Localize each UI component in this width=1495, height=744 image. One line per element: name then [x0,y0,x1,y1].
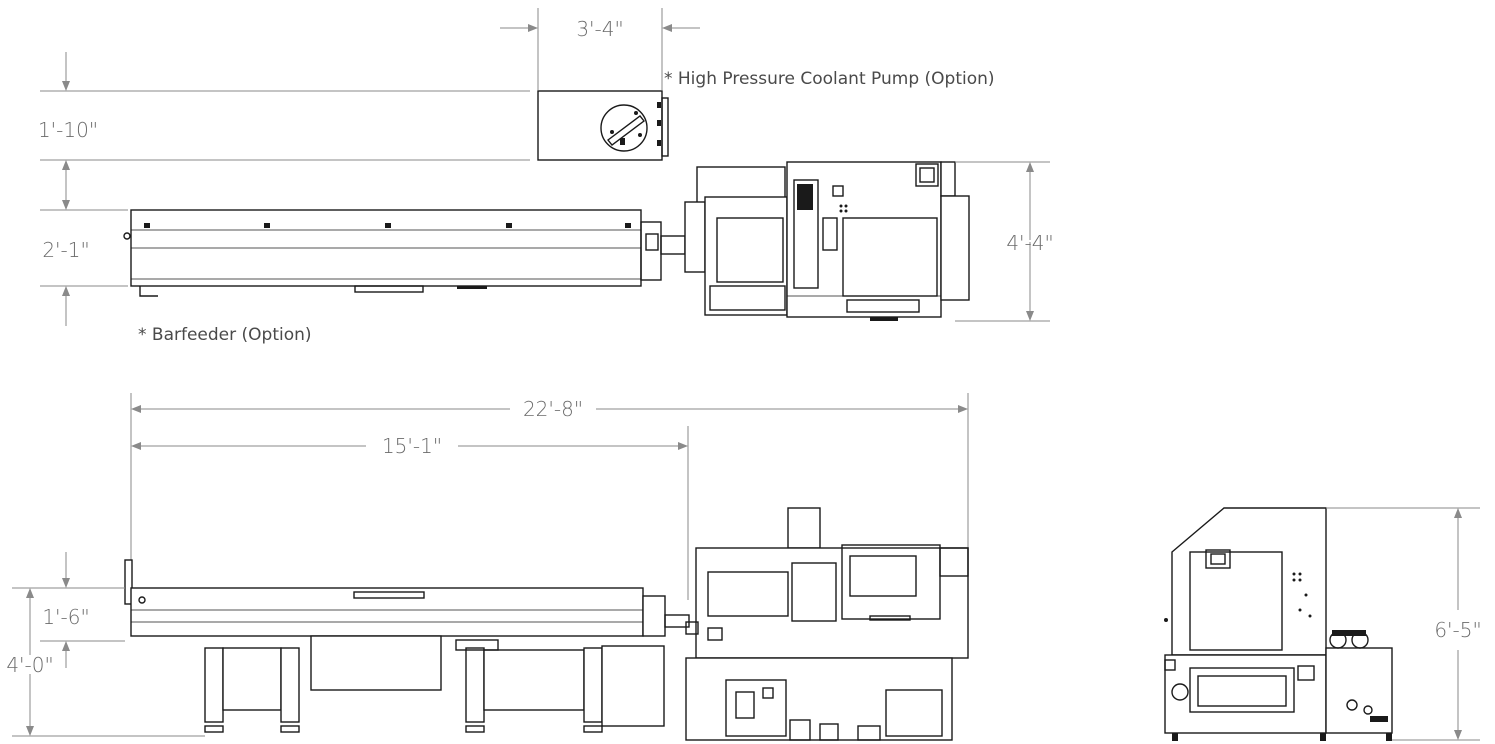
side-view [1164,507,1393,741]
machine-top [684,161,970,321]
barfeeder-depth-label: 2'-1" [42,238,89,262]
pump-option-note: * High Pressure Coolant Pump (Option) [664,69,995,89]
overall-length-dimension: 22'-8" [130,393,969,560]
barfeeder-depth-dimension: 2'-1" [40,170,128,326]
machine-height-label: 6'-5" [1434,618,1481,642]
barfeeder-height-label: 4'-0" [6,653,53,677]
machine-front [685,507,969,741]
barfeeder-height-top-label: 1'-6" [42,605,89,629]
overall-length-label: 22'-8" [523,397,583,421]
pump-depth-dimension: 1'-10" [38,52,530,200]
barfeeder-length-label: 15'-1" [382,434,442,458]
barfeeder-front [124,559,690,733]
pump-width-dimension: 3'-4" [500,8,700,90]
machine-depth-label: 4'-4" [1006,231,1053,255]
pump-width-label: 3'-4" [576,17,623,41]
barfeeder-length-dimension: 15'-1" [131,426,689,600]
machine-depth-dimension: 4'-4" [955,161,1054,322]
pump-depth-label: 1'-10" [38,118,98,142]
coolant-pump-top [537,90,669,161]
machine-height-dimension: 6'-5" [1326,507,1482,741]
barfeeder-option-note: * Barfeeder (Option) [138,325,312,345]
barfeeder-top [123,209,686,297]
front-view: 22'-8" 15'-1" [6,393,969,741]
top-view: 3'-4" * High Pressure Coolant Pump (Opti… [38,8,1054,345]
barfeeder-height-dimension: 1'-6" 4'-0" [6,552,205,737]
